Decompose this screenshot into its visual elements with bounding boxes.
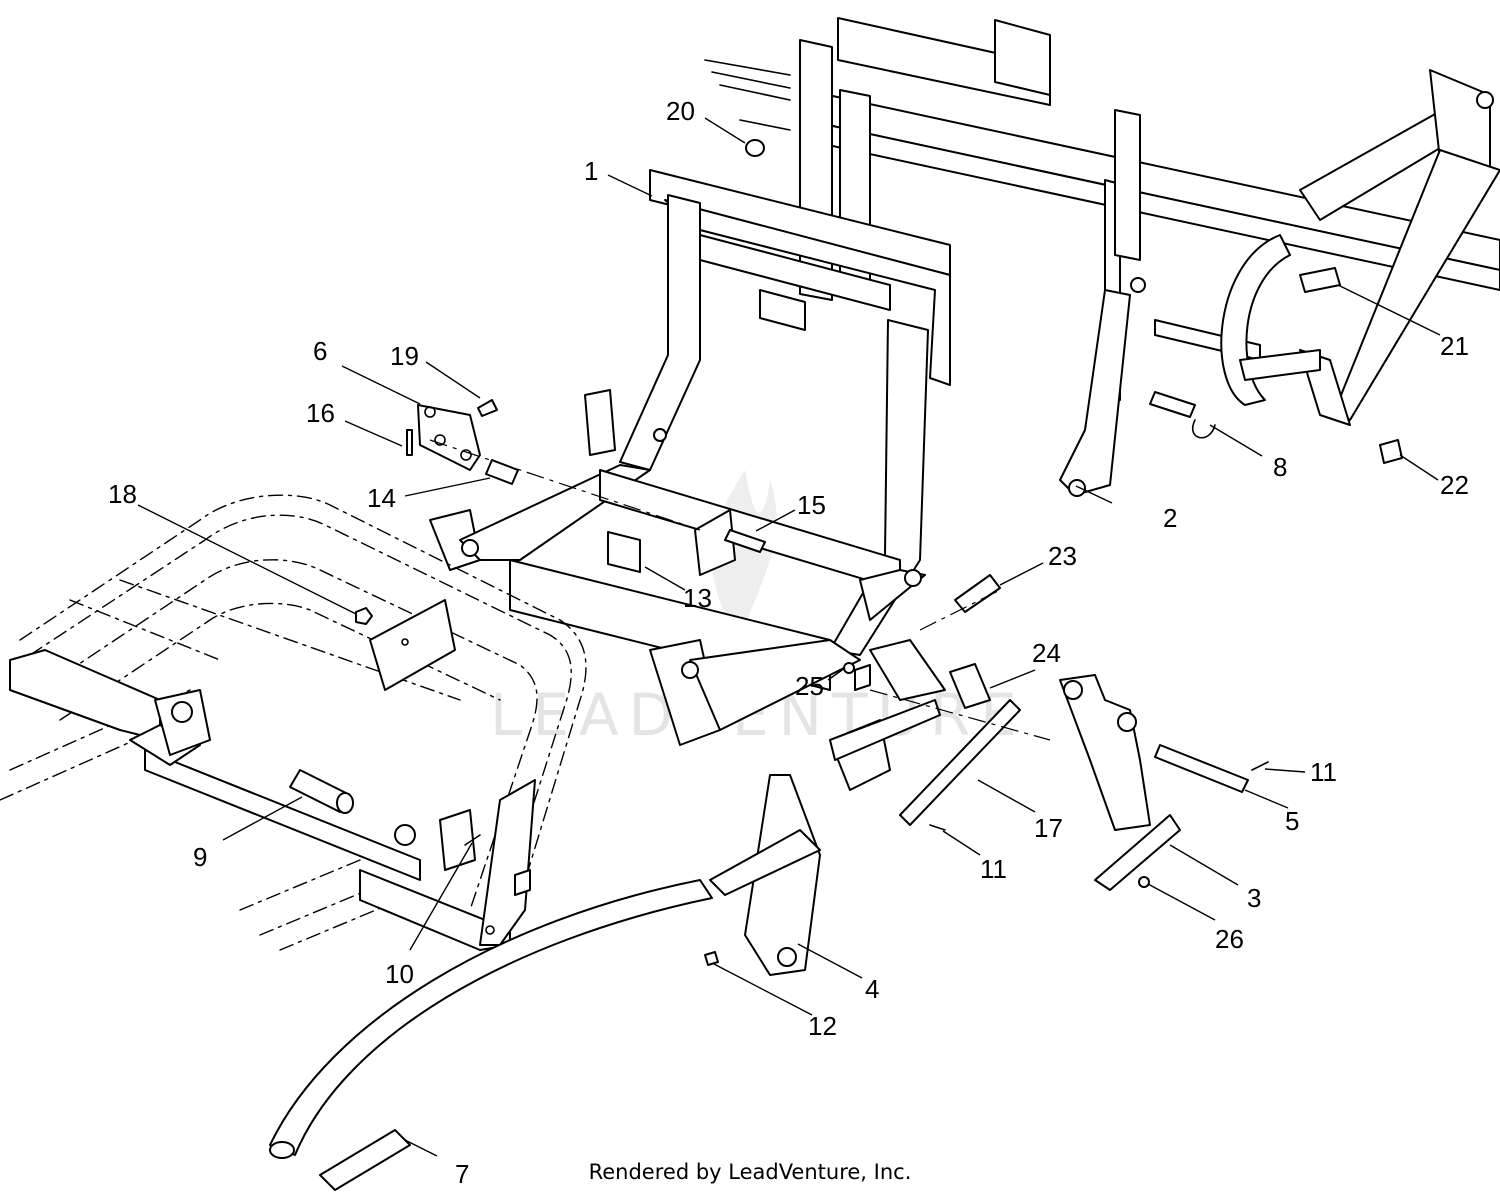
part-17-rod (899, 699, 1021, 826)
part-5-pin (1154, 744, 1249, 793)
part-6-plate (417, 404, 481, 471)
ghost-foot-deck (0, 494, 587, 951)
callout-14: 14 (367, 483, 396, 513)
part-22-plug (1379, 439, 1403, 464)
callout-11-right: 11 (1310, 757, 1337, 787)
callout-1: 1 (584, 156, 598, 186)
part-12-fitting (704, 951, 719, 966)
part-18-nut (355, 607, 373, 625)
part-11-pin-a (929, 824, 946, 831)
part-11-pin-b (1251, 761, 1269, 771)
callout-9: 9 (193, 842, 207, 872)
part-15-pin (694, 509, 766, 576)
part-3-link-arm (1059, 674, 1181, 891)
callout-22: 22 (1440, 470, 1469, 500)
callout-24: 24 (1032, 638, 1061, 668)
callout-labels: 1 2 3 4 5 6 7 8 9 10 11 11 12 13 14 15 1… (108, 96, 1469, 1189)
callout-2: 2 (1163, 503, 1177, 533)
callout-11-center: 11 (980, 854, 1007, 884)
part-23-fitting (954, 574, 1001, 613)
callout-3: 3 (1247, 883, 1261, 913)
part-26-fitting (1138, 876, 1150, 888)
callout-12: 12 (808, 1011, 837, 1041)
callout-15: 15 (797, 490, 826, 520)
part-2-bracket (1059, 289, 1131, 497)
part-4-bracket (709, 774, 821, 976)
part-7-handle-tube (269, 879, 713, 1191)
callout-19: 19 (390, 341, 419, 371)
callout-6: 6 (313, 336, 327, 366)
callout-10: 10 (385, 959, 414, 989)
callout-8: 8 (1273, 452, 1287, 482)
part-10-cotter (464, 834, 481, 846)
part-21-pad (1299, 267, 1341, 293)
part-8-pin (1149, 391, 1216, 439)
callout-16: 16 (306, 398, 335, 428)
part-19-bolt (477, 399, 498, 417)
callout-7: 7 (455, 1159, 469, 1189)
leader-lines (137, 117, 1441, 1157)
callout-20: 20 (666, 96, 695, 126)
callout-21: 21 (1440, 331, 1469, 361)
part-13-plate (607, 531, 641, 573)
part-16-pin (406, 429, 413, 456)
part-9-pin (289, 769, 354, 814)
part-20-plug (745, 139, 765, 157)
callout-4: 4 (865, 974, 879, 1004)
footer-credit: Rendered by LeadVenture, Inc. (588, 1160, 912, 1184)
callout-13: 13 (683, 583, 712, 613)
callout-25: 25 (795, 671, 824, 701)
foot-platform (9, 599, 536, 951)
callout-23: 23 (1048, 541, 1077, 571)
callout-26: 26 (1215, 924, 1244, 954)
callout-5: 5 (1285, 806, 1299, 836)
center-linkage (829, 569, 946, 791)
part-25-nut (843, 662, 855, 674)
part-24-bushing (949, 663, 991, 709)
callout-17: 17 (1034, 813, 1063, 843)
callout-18: 18 (108, 479, 137, 509)
